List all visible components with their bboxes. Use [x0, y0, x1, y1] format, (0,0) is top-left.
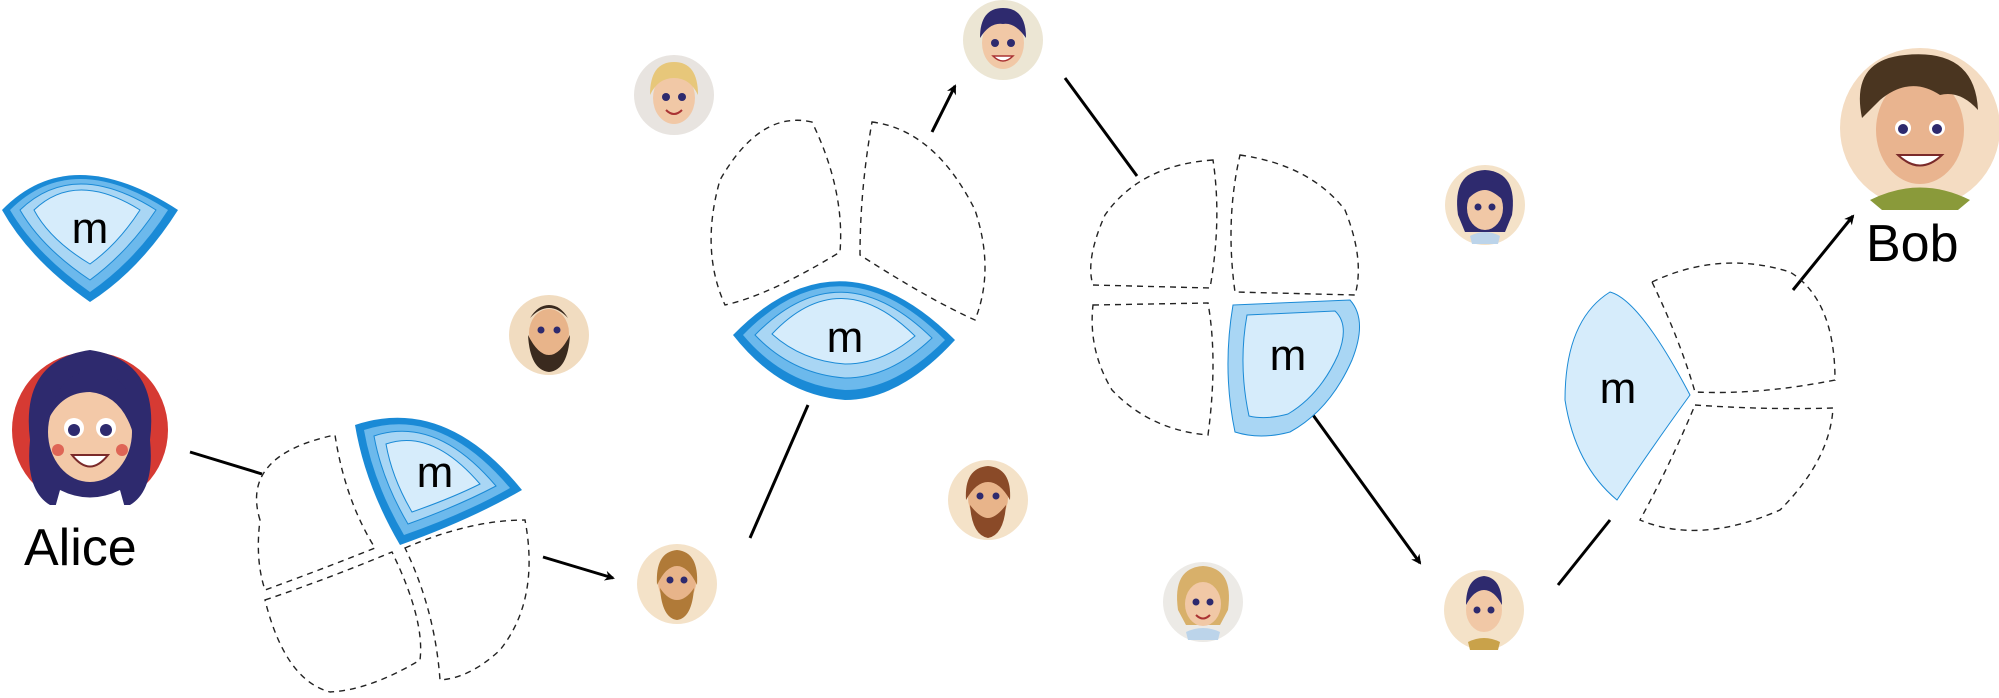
relay-node-1: m: [255, 417, 530, 693]
message-label: m: [72, 204, 109, 253]
route-lines: [189, 77, 1855, 586]
arrow-icon: [1311, 414, 1422, 565]
relay-node-4: m: [1564, 262, 1836, 532]
relay-avatar-icon: [1444, 570, 1524, 650]
bystander-avatar-icon: [509, 295, 589, 375]
message-label: m: [417, 448, 454, 497]
wrapped-message-icon: m: [2, 175, 178, 302]
alice-avatar-icon: [12, 350, 168, 508]
bob-label: Bob: [1866, 215, 1959, 273]
message-label: m: [1600, 364, 1637, 413]
relay-node-2: m: [710, 119, 986, 400]
bystander-avatar-icon: [1163, 562, 1243, 642]
bystander-avatar-icon: [963, 0, 1043, 80]
arrow-icon: [542, 555, 615, 581]
bystander-avatar-icon: [1445, 165, 1525, 245]
message-label: m: [1270, 331, 1307, 380]
arrow-icon: [930, 84, 957, 133]
relay-avatar-icon: [637, 544, 717, 624]
arrow-icon: [1791, 214, 1855, 291]
alice-label: Alice: [24, 519, 137, 577]
bob-avatar-icon: [1840, 48, 1999, 210]
bystander-avatar-icon: [948, 460, 1028, 540]
bystander-avatar-icon: [634, 55, 714, 135]
relay-node-3: m: [1090, 154, 1361, 437]
message-label: m: [827, 313, 864, 362]
